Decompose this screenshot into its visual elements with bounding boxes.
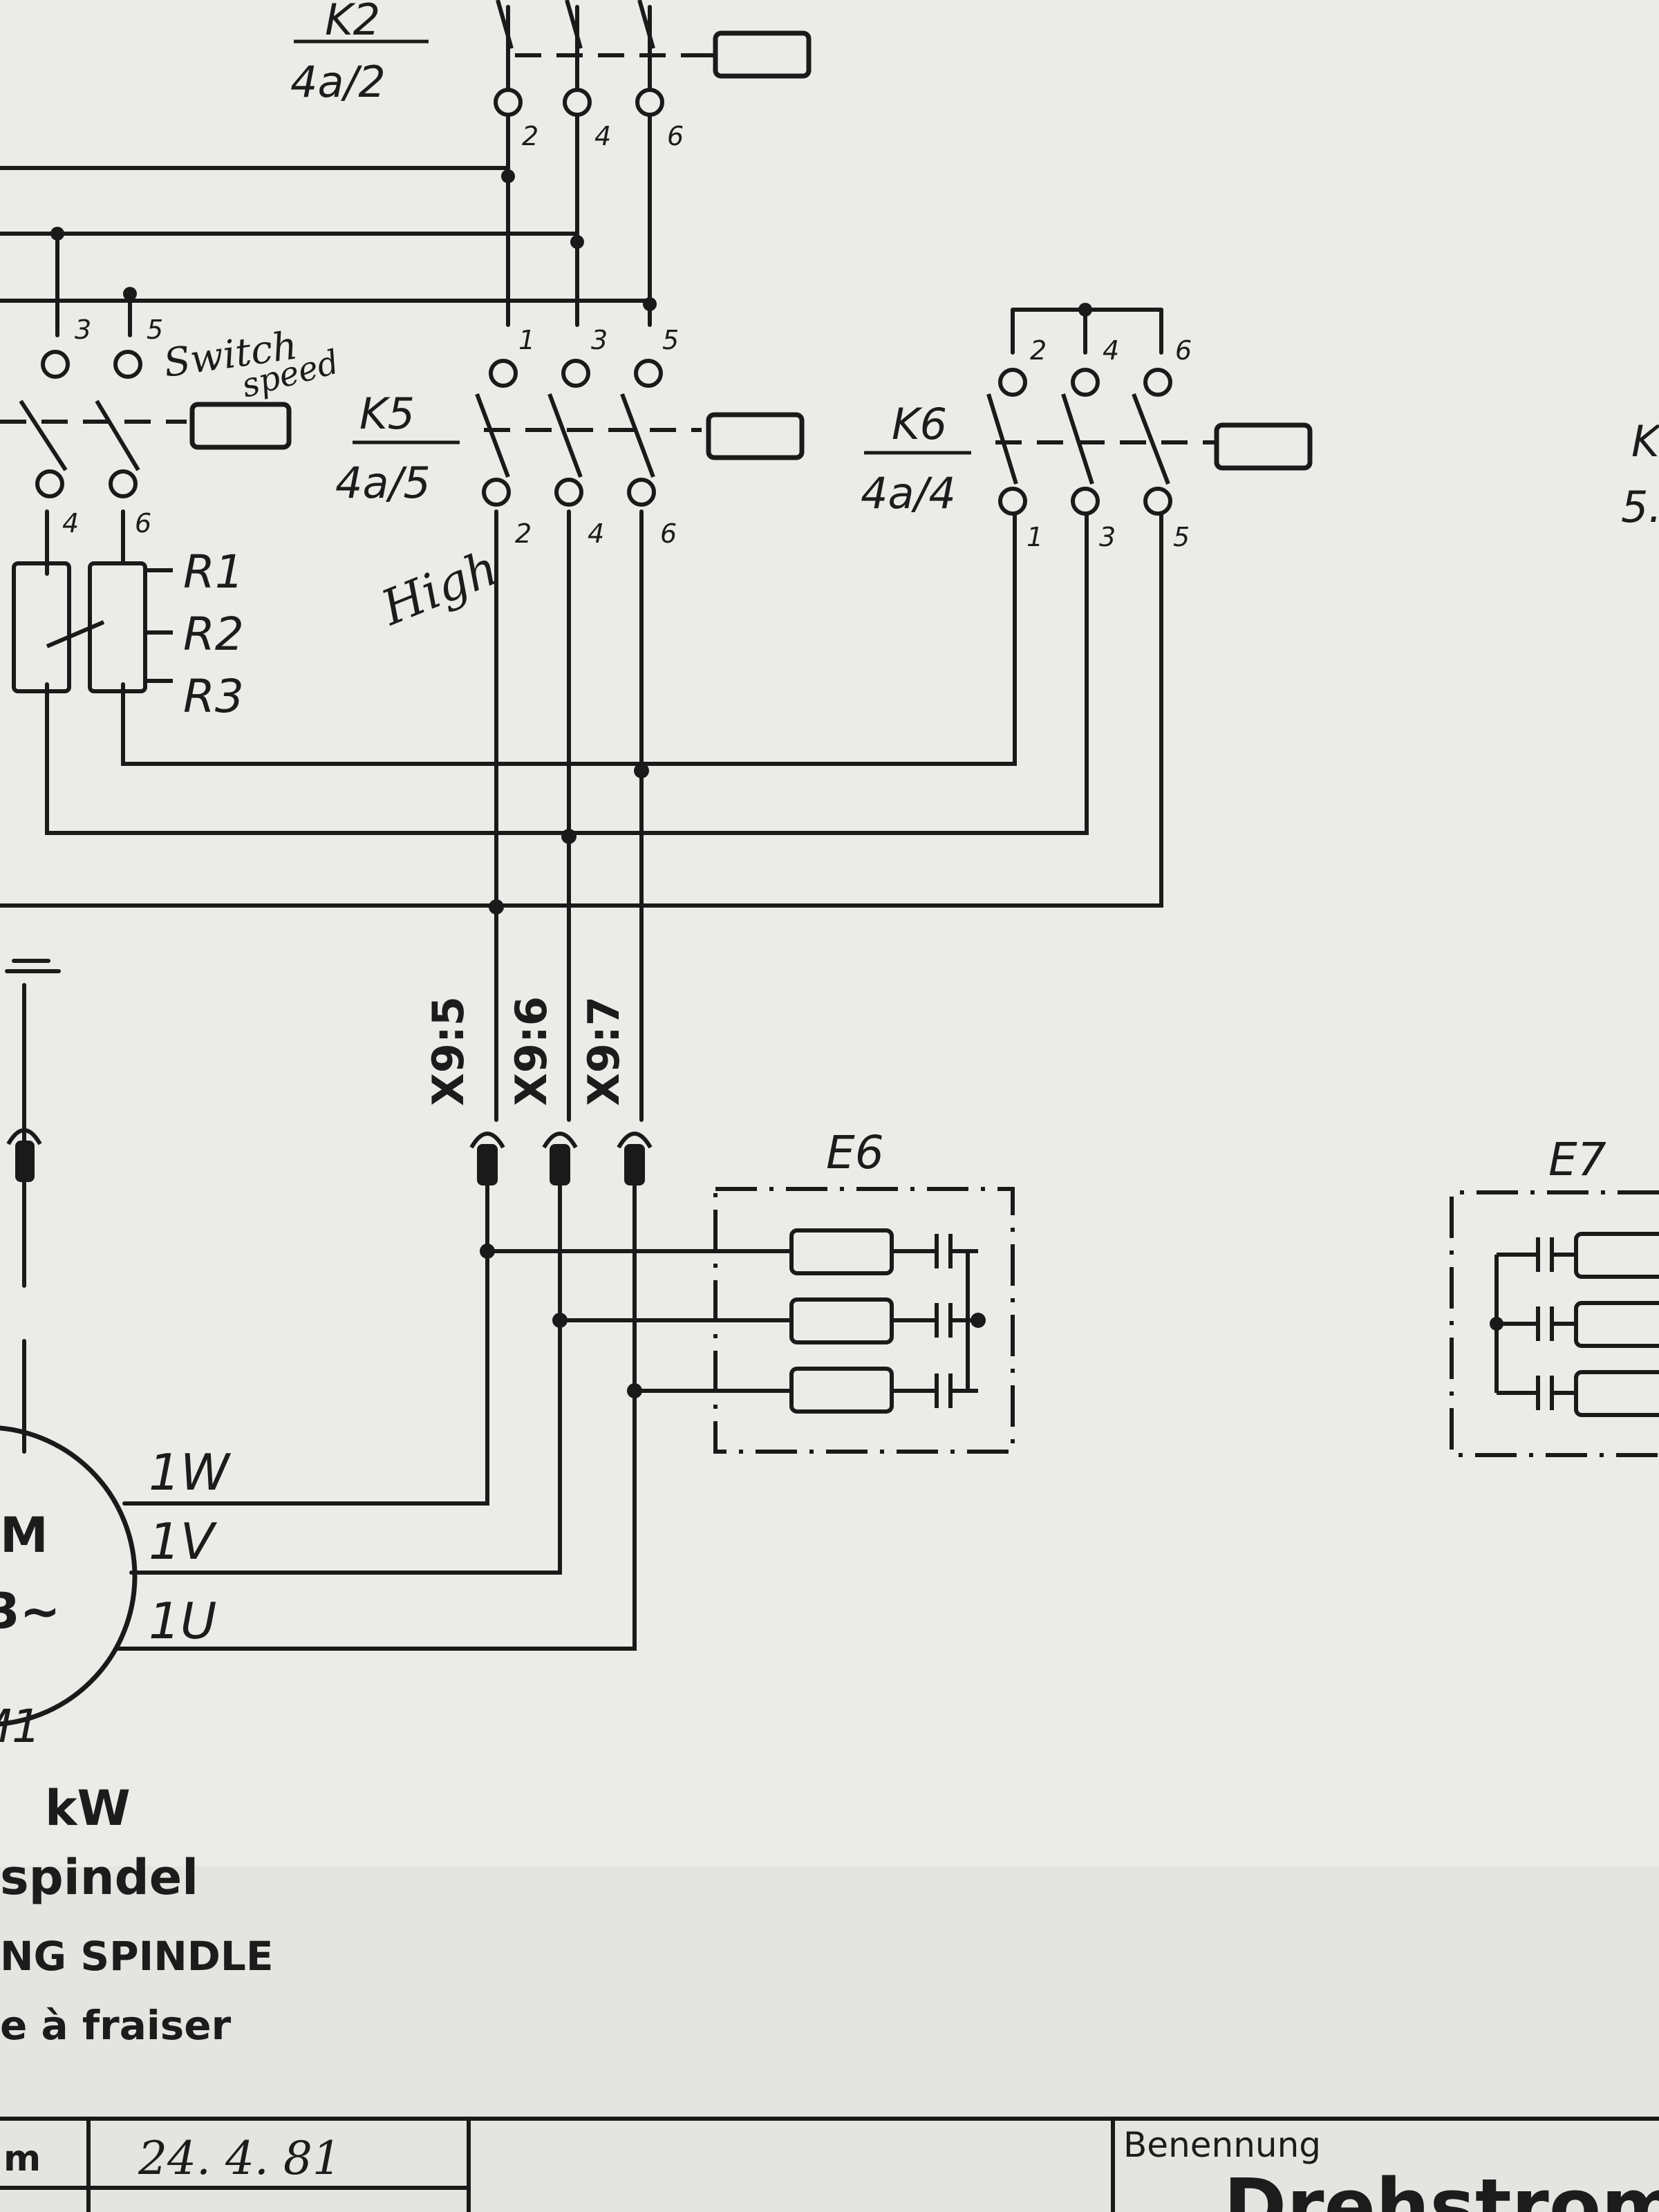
svg-text:6: 6 <box>135 508 151 538</box>
svg-text:4: 4 <box>594 121 611 151</box>
svg-text:6: 6 <box>1175 335 1192 366</box>
k-partial-label: K <box>1631 416 1659 467</box>
svg-text:3: 3 <box>591 325 608 355</box>
r1-label: R1 <box>183 545 244 599</box>
coil-k2 <box>713 30 812 79</box>
resistors <box>12 561 173 693</box>
legend-spindle-de: spindel <box>0 1849 198 1906</box>
svg-text:6: 6 <box>660 518 677 549</box>
junction <box>627 1383 642 1398</box>
k5-ref: 4a/5 <box>335 458 431 508</box>
svg-text:1: 1 <box>1027 522 1043 552</box>
legend-kw: kW <box>45 1780 131 1837</box>
pin-numbers: 2 4 6 3 5 1 3 5 4 6 2 4 6 2 4 6 1 3 5 <box>62 121 1192 552</box>
legend-spindle-en: NG SPINDLE <box>0 1933 273 1980</box>
k5-label: K5 <box>359 388 415 439</box>
junction <box>1490 1317 1503 1331</box>
e7-suppressor <box>1450 1190 1659 1457</box>
title-benennung-value: Drehstromm <box>1224 2162 1659 2212</box>
coil-k5 <box>706 412 805 460</box>
title-date: 24. 4. 81 <box>138 2132 341 2185</box>
motor-wire-v <box>129 1173 562 1575</box>
k2-ref: 4a/2 <box>290 57 386 107</box>
r3-label: R3 <box>183 670 244 723</box>
k6-label: K6 <box>892 399 947 449</box>
e6-label: E6 <box>826 1126 884 1179</box>
title-benennung-label: Benennung <box>1123 2125 1321 2165</box>
junction <box>50 227 64 241</box>
terminal-x9-5: X9:5 <box>423 996 474 1106</box>
junction <box>123 287 137 301</box>
wire-label-1u: 1U <box>149 1592 217 1650</box>
motor-id: M1 <box>0 1700 41 1753</box>
k-partial-ref: 5. <box>1621 482 1659 532</box>
k2-label: K2 <box>325 0 380 45</box>
junction <box>634 763 649 778</box>
title-block <box>0 2117 1659 2212</box>
junction <box>570 235 584 249</box>
legend-spindle-fr: e à fraiser <box>0 2002 232 2049</box>
motor-m: M <box>0 1507 48 1564</box>
junction <box>489 899 504 915</box>
terminal-x9-7: X9:7 <box>579 996 629 1106</box>
svg-text:5: 5 <box>662 325 679 355</box>
motor-wire-w <box>122 1173 489 1506</box>
svg-text:4: 4 <box>62 508 79 538</box>
svg-text:3: 3 <box>1099 522 1116 552</box>
coils <box>189 30 1313 471</box>
return-wire-5 <box>0 509 1163 908</box>
e6-suppressor <box>713 1187 1015 1454</box>
terminal-x9-6: X9:6 <box>506 996 556 1106</box>
svg-text:5: 5 <box>1173 522 1190 552</box>
junction <box>552 1313 568 1328</box>
coil-k6 <box>1214 422 1313 471</box>
svg-text:4: 4 <box>1103 335 1119 366</box>
left-wire-6 <box>121 509 1017 766</box>
svg-text:2: 2 <box>515 518 532 549</box>
coil-switch <box>189 402 292 450</box>
svg-text:5: 5 <box>147 315 163 345</box>
junction <box>480 1244 495 1259</box>
junction <box>643 297 657 311</box>
paper-shadow <box>0 1866 1659 2212</box>
svg-text:2: 2 <box>1030 335 1047 366</box>
svg-text:1: 1 <box>518 325 535 355</box>
svg-text:2: 2 <box>522 121 538 151</box>
junctions <box>50 169 1092 1398</box>
svg-text:6: 6 <box>667 121 684 151</box>
motor-wire-u <box>115 1173 637 1651</box>
terminal-caps <box>6 1128 653 1149</box>
r2-label: R2 <box>183 608 244 661</box>
label-underlines <box>294 39 971 455</box>
ground-symbol <box>5 959 61 973</box>
svg-text:3: 3 <box>75 315 91 345</box>
k6-ref: 4a/4 <box>861 468 956 518</box>
terminal-plugs <box>15 1141 645 1185</box>
title-field-left: m <box>3 2138 41 2180</box>
e7-label: E7 <box>1548 1133 1606 1186</box>
junction <box>501 169 515 183</box>
motor-phase: 3~ <box>0 1583 60 1640</box>
motor-symbol <box>0 1425 138 1727</box>
wire-label-1v: 1V <box>149 1512 218 1571</box>
contacts <box>35 88 1172 516</box>
junction <box>1078 303 1092 317</box>
svg-text:4: 4 <box>588 518 604 549</box>
wire-label-1w: 1W <box>149 1443 232 1501</box>
junction <box>561 829 577 844</box>
